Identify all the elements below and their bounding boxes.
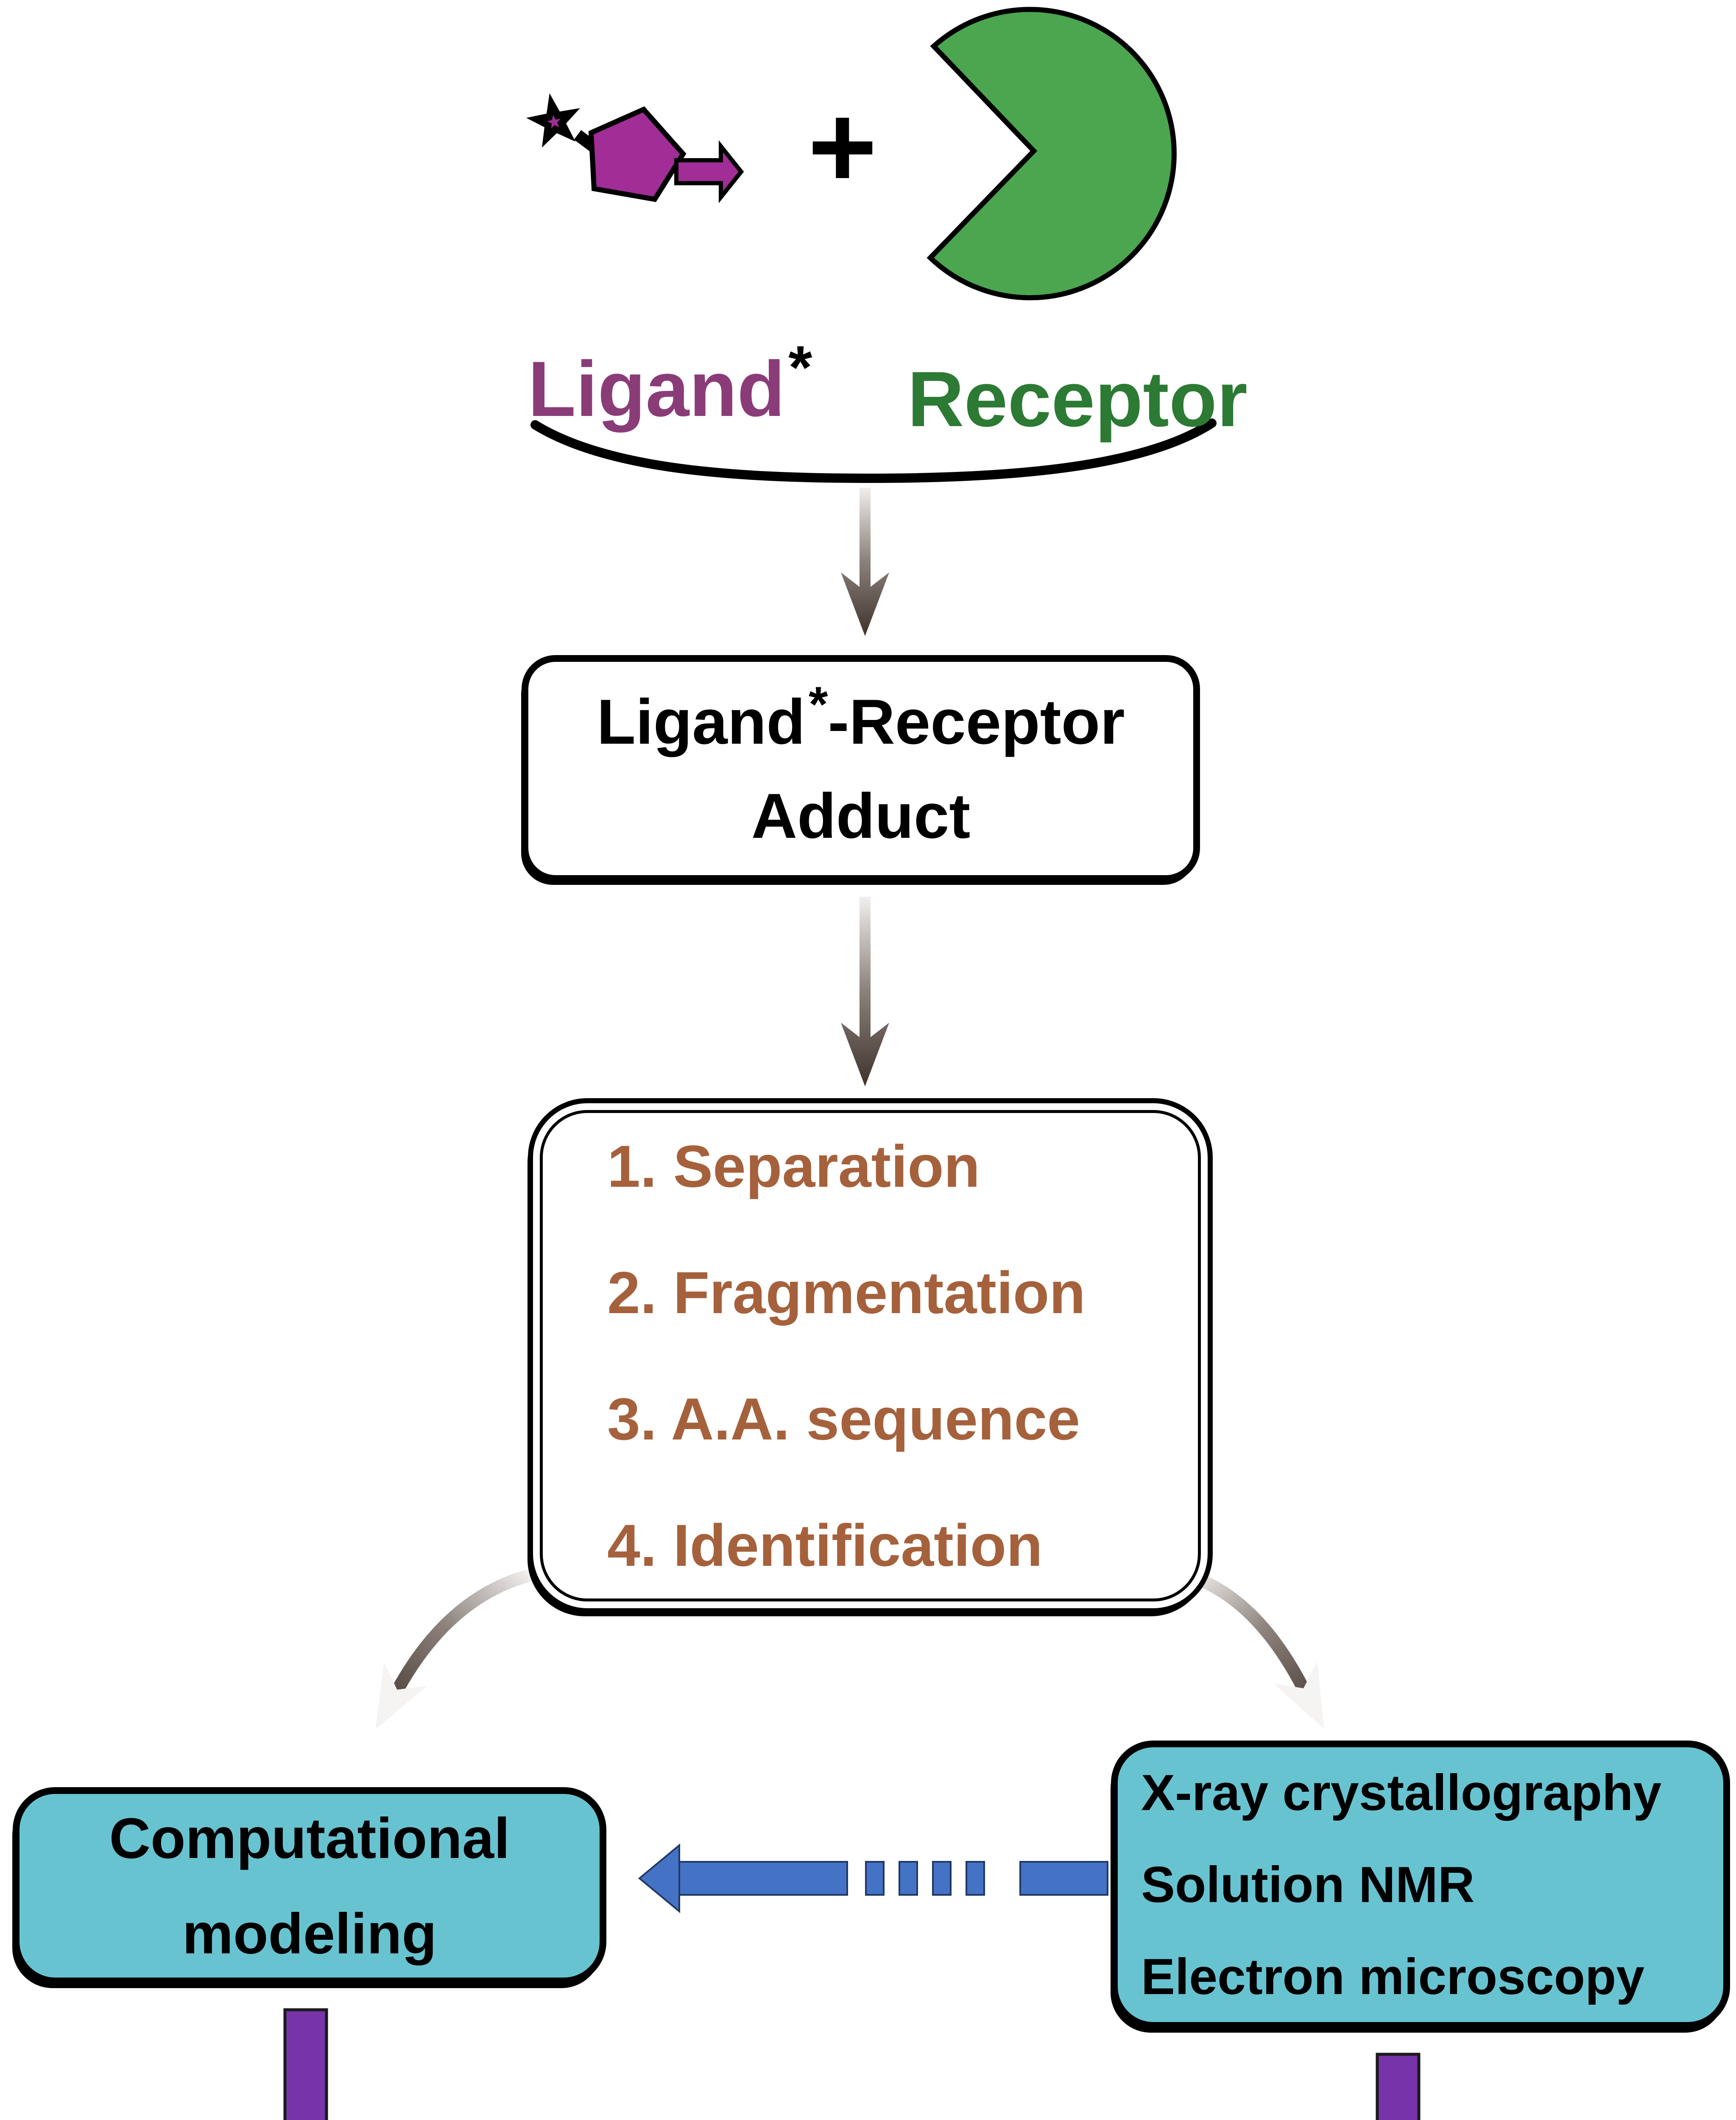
computational-line1: Computational <box>109 1806 510 1870</box>
receptor-pacman-icon <box>927 7 1177 301</box>
computational-line2: modeling <box>182 1901 437 1966</box>
step-item: 1. Separation <box>607 1133 980 1199</box>
grouping-brace <box>530 418 1217 483</box>
curved-arrow-left-icon <box>375 1568 537 1730</box>
adduct-box: Ligand*-Receptor Adduct <box>522 655 1200 882</box>
adduct-line2: Adduct <box>751 780 971 851</box>
structural-line3: Electron microscopy <box>1141 1948 1645 2005</box>
adduct-line1: Ligand*-Receptor <box>597 676 1125 757</box>
down-arrow-1-icon <box>841 488 889 636</box>
structural-methods-box: X-ray crystallography Solution NMR Elect… <box>1111 1741 1730 2029</box>
ligand-pentagon-icon <box>588 106 687 202</box>
elbow-arrow-left-icon <box>283 2008 328 2120</box>
receptor-label: Receptor <box>907 356 1248 443</box>
step-item: 3. A.A. sequence <box>607 1385 1080 1452</box>
down-arrow-2-icon <box>841 897 889 1086</box>
step-item: 2. Fragmentation <box>607 1259 1086 1326</box>
ligand-star-inner-icon <box>547 115 561 128</box>
ligand-arrow-icon <box>674 140 744 204</box>
dashed-arrow-icon <box>638 1843 1108 1914</box>
elbow-arrow-right-icon <box>1376 2053 1421 2120</box>
structural-line1: X-ray crystallography <box>1141 1764 1662 1821</box>
computational-modeling-box: Computational modeling <box>13 1787 606 1984</box>
structural-line2: Solution NMR <box>1141 1856 1475 1913</box>
plus-icon: + <box>808 81 877 213</box>
ligand-asterisk: * <box>788 333 812 402</box>
step-item: 4. Identification <box>607 1512 1043 1579</box>
steps-box: 1. Separation 2. Fragmentation 3. A.A. s… <box>528 1098 1213 1613</box>
ligand-label: Ligand* <box>528 333 812 433</box>
adduct-asterisk: * <box>808 676 828 732</box>
